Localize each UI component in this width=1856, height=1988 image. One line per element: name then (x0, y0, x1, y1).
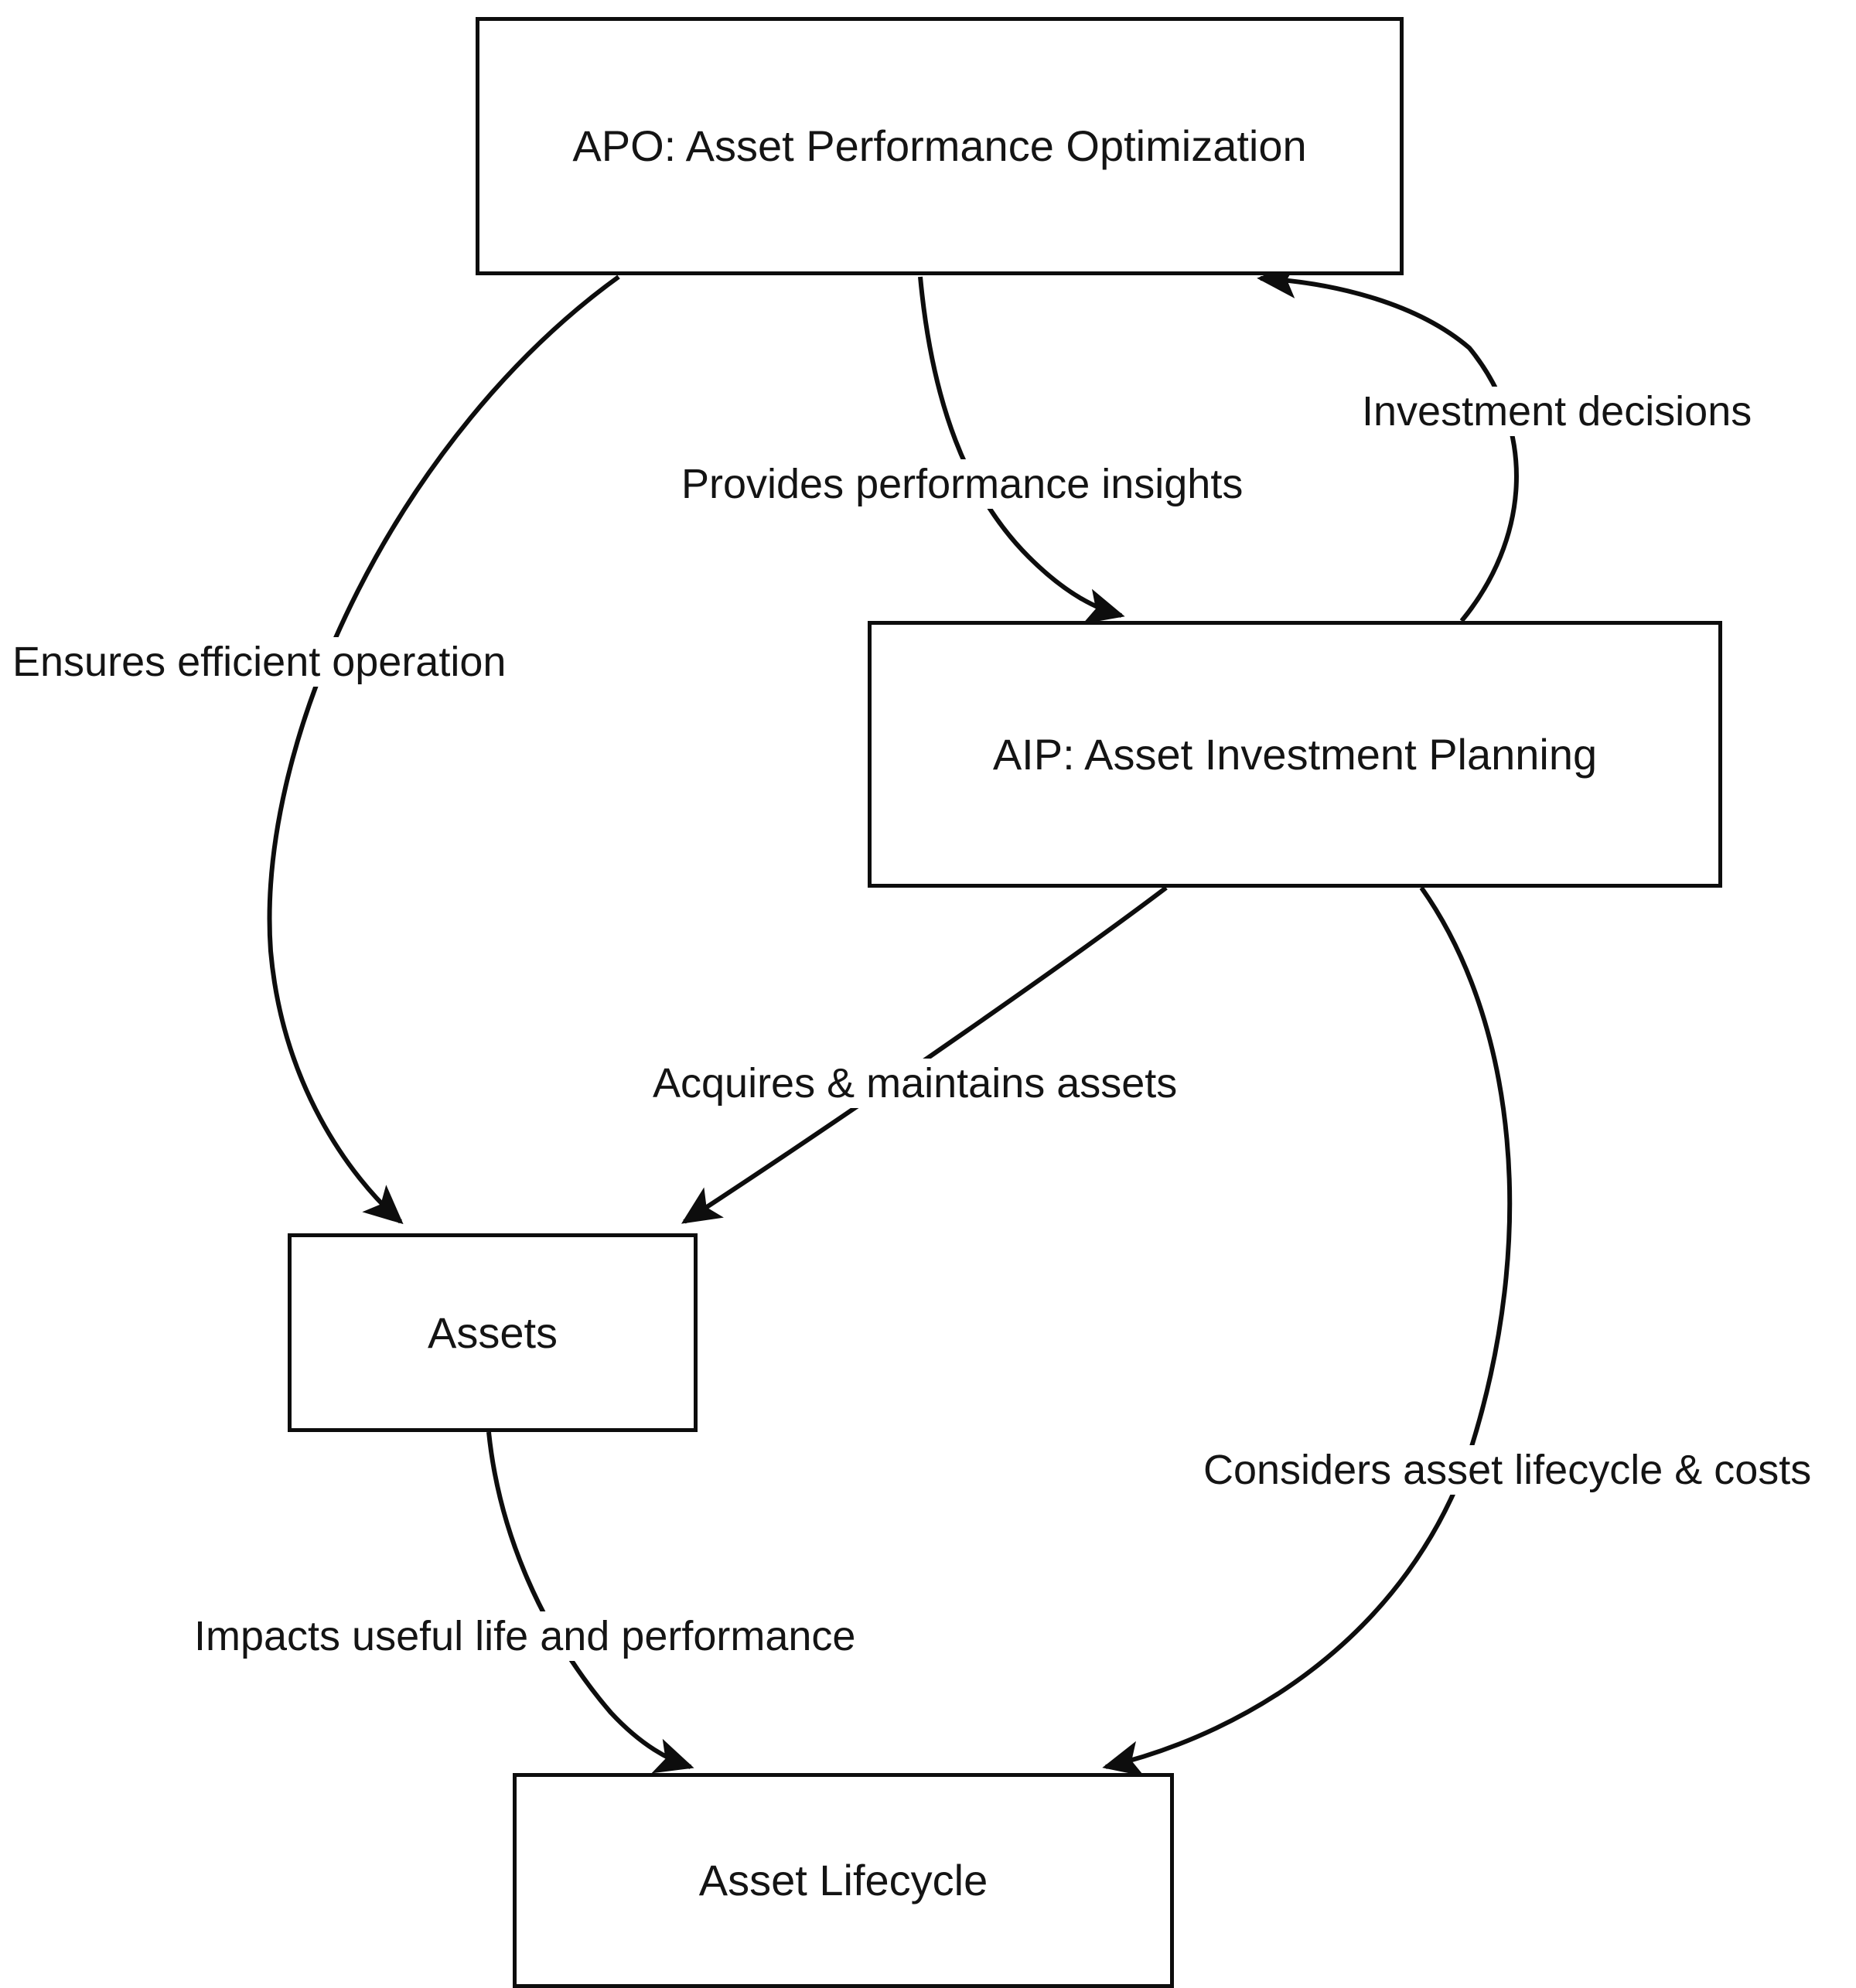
edge-label-considers-asset-lifecycle-costs: Considers asset lifecycle & costs (1199, 1445, 1817, 1495)
edge-label-provides-performance-insights: Provides performance insights (677, 459, 1248, 510)
edge-apo-to-assets (267, 275, 620, 1225)
node-aip[interactable]: AIP: Asset Investment Planning (868, 621, 1722, 888)
edge-apo-to-aip (918, 276, 1125, 624)
node-assets[interactable]: Assets (288, 1233, 698, 1432)
edge-assets-to-lifecycle (486, 1431, 694, 1774)
edge-label-acquires-maintains-assets: Acquires & maintains assets (648, 1059, 1182, 1109)
edge-label-impacts-useful-life-and-performance: Impacts useful life and performance (189, 1611, 861, 1662)
edge-aip-to-assets (681, 885, 1168, 1224)
node-lifecycle-label: Asset Lifecycle (698, 1856, 988, 1905)
node-lifecycle[interactable]: Asset Lifecycle (513, 1773, 1174, 1988)
node-apo[interactable]: APO: Asset Performance Optimization (476, 17, 1404, 275)
edge-aip-to-apo (1257, 262, 1519, 622)
edge-aip-to-lifecycle (1102, 886, 1513, 1777)
node-aip-label: AIP: Asset Investment Planning (992, 729, 1598, 779)
edge-label-ensures-efficient-operation: Ensures efficient operation (8, 637, 511, 687)
node-assets-label: Assets (427, 1308, 558, 1357)
edge-label-investment-decisions: Investment decisions (1357, 387, 1757, 437)
node-apo-label: APO: Asset Performance Optimization (572, 121, 1307, 171)
